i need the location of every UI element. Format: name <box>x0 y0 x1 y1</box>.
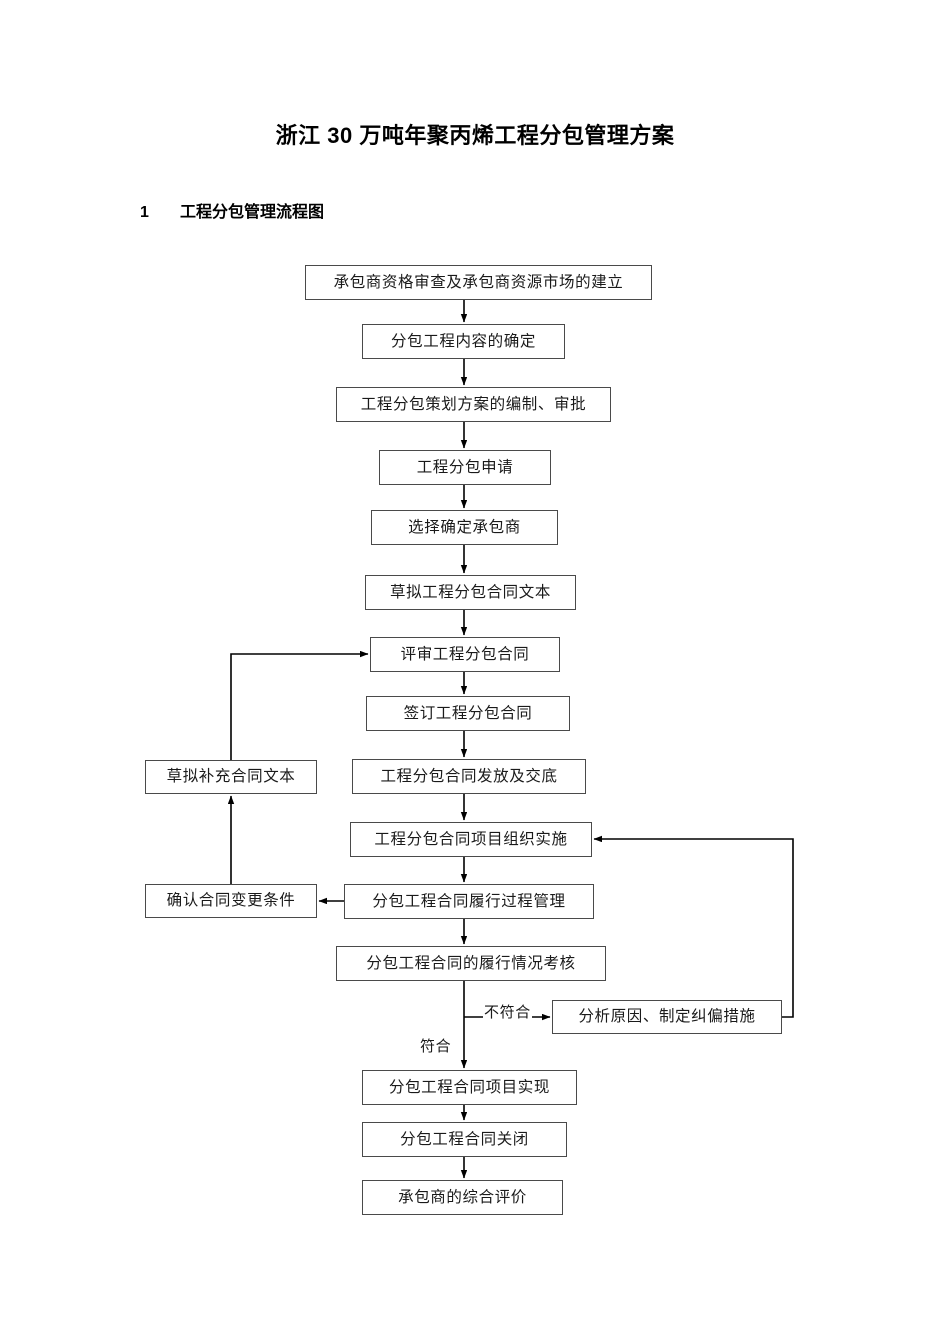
flow-node-contractor-evaluation: 承包商的综合评价 <box>362 1180 563 1215</box>
page-title: 浙江 30 万吨年聚丙烯工程分包管理方案 <box>275 123 675 148</box>
edge-label-compliant: 符合 <box>419 1035 453 1056</box>
flow-node-performance-process-management: 分包工程合同履行过程管理 <box>344 884 594 919</box>
edge-label-noncompliant: 不符合 <box>483 1001 532 1022</box>
section-title: 工程分包管理流程图 <box>180 204 325 221</box>
flow-node-analyze-corrective-measures: 分析原因、制定纠偏措施 <box>552 1000 782 1034</box>
flow-node-subcontract-scope: 分包工程内容的确定 <box>362 324 565 359</box>
flow-node-sign-contract: 签订工程分包合同 <box>366 696 570 731</box>
flow-node-draft-contract: 草拟工程分包合同文本 <box>365 575 576 610</box>
flow-node-issue-disclosure: 工程分包合同发放及交底 <box>352 759 586 794</box>
flow-node-review-contract: 评审工程分包合同 <box>370 637 560 672</box>
section-number: 1 <box>140 204 149 221</box>
flow-node-contractor-qualification: 承包商资格审查及承包商资源市场的建立 <box>305 265 652 300</box>
flow-node-confirm-change-conditions: 确认合同变更条件 <box>145 884 317 918</box>
flow-node-performance-assessment: 分包工程合同的履行情况考核 <box>336 946 606 981</box>
flow-node-project-realization: 分包工程合同项目实现 <box>362 1070 577 1105</box>
flow-node-contract-closure: 分包工程合同关闭 <box>362 1122 567 1157</box>
flow-node-project-implementation: 工程分包合同项目组织实施 <box>350 822 592 857</box>
section-heading: 1 工程分包管理流程图 <box>140 198 324 222</box>
flow-node-select-contractor: 选择确定承包商 <box>371 510 558 545</box>
flow-node-planning-approval: 工程分包策划方案的编制、审批 <box>336 387 611 422</box>
flow-node-subcontract-application: 工程分包申请 <box>379 450 551 485</box>
flow-node-draft-supplementary-contract: 草拟补充合同文本 <box>145 760 317 794</box>
